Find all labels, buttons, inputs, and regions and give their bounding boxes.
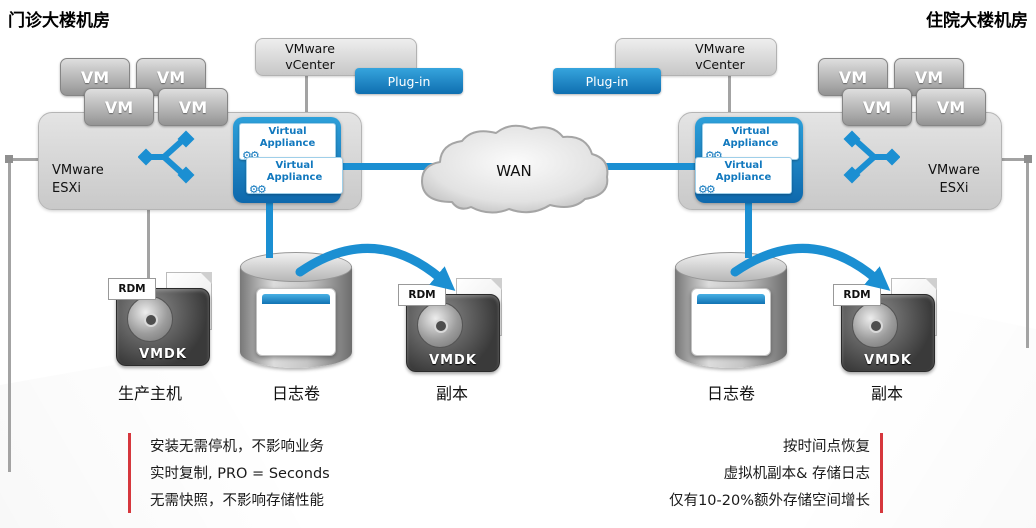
notes-left: 安装无需停机，不影响业务 实时复制, PRO = Seconds 无需快照，不影… [150, 434, 330, 515]
vmdk-label: VMDK [864, 353, 912, 368]
window-titlebar [262, 294, 330, 304]
virtual-appliance-card: Virtual Appliance ⚙⚙ [695, 157, 792, 196]
vcenter-line2: vCenter [285, 57, 335, 73]
va-line1: Virtual [724, 160, 763, 171]
note-line: 按时间点恢复 [783, 439, 870, 455]
vmdk-label: VMDK [429, 353, 477, 368]
va-line1: Virtual [731, 126, 770, 137]
journal-volume-left [240, 252, 352, 374]
vcenter-line2: vCenter [695, 57, 745, 73]
virtual-appliance-card: Virtual Appliance ⚙⚙ [239, 123, 336, 162]
window-titlebar [697, 294, 765, 304]
note-line: 仅有10-20%额外存储空间增长 [669, 493, 870, 509]
va-line1: Virtual [268, 126, 307, 137]
note-line: 虚拟机副本& 存储日志 [723, 466, 870, 482]
notes-right: 按时间点恢复 虚拟机副本& 存储日志 仅有10-20%额外存储空间增长 [540, 434, 870, 515]
replication-arrow-icon [730, 243, 891, 291]
production-disk: RDM VMDK [108, 272, 216, 368]
splitter-icon [138, 130, 195, 184]
vcenter-esxi-connector-left [305, 74, 308, 114]
esxi-label-line2: ESXi [939, 180, 969, 196]
hdd-icon: VMDK [841, 294, 935, 372]
appliance-journal-line-left [266, 200, 273, 258]
plugin-button-left: Plug-in [355, 68, 463, 94]
esxi-label-line1: VMware [928, 163, 980, 178]
virtual-appliance-stack-left: Virtual Appliance ⚙⚙ Virtual Appliance ⚙… [233, 117, 343, 203]
vcenter-box-right [615, 38, 777, 76]
appliance-journal-line-right [745, 200, 752, 258]
replication-arrow-icon [295, 243, 456, 291]
gear-icon: ⚙⚙ [698, 183, 716, 196]
virtual-appliance-label: Virtual Appliance [240, 126, 335, 149]
virtual-appliance-label: Virtual Appliance [247, 160, 342, 183]
disk-platter-icon [852, 302, 898, 348]
hdd-icon: VMDK [116, 288, 210, 366]
journal-volume-right [675, 252, 787, 374]
replica-label-right: 副本 [871, 384, 904, 403]
edge-connector-left-v [8, 158, 11, 472]
journal-label-left: 日志卷 [272, 384, 321, 403]
va-line1: Virtual [275, 160, 314, 171]
replica-disk-left: RDM VMDK [398, 278, 506, 374]
edge-connector-left-h [8, 158, 40, 161]
esxi-label-left: VMware ESXi [52, 162, 104, 197]
vmdk-label: VMDK [139, 347, 187, 362]
virtual-appliance-card: Virtual Appliance ⚙⚙ [702, 123, 799, 162]
edge-node-left [5, 155, 13, 163]
vcenter-label-right: VMware vCenter [672, 41, 768, 74]
journal-window-icon [691, 288, 771, 356]
virtual-appliance-stack-right: Virtual Appliance ⚙⚙ Virtual Appliance ⚙… [695, 117, 803, 203]
accent-bar-right [880, 433, 883, 513]
wan-cloud [421, 124, 609, 214]
edge-connector-right-v [1026, 158, 1029, 348]
journal-window-icon [256, 288, 336, 356]
esxi-label-right: VMware ESXi [922, 162, 986, 197]
replica-label-left: 副本 [436, 384, 469, 403]
vcenter-label-left: VMware vCenter [262, 41, 358, 74]
note-line: 无需快照，不影响存储性能 [150, 493, 324, 509]
vm-box: VM [916, 88, 986, 126]
vm-box: VM [842, 88, 912, 126]
vm-box: VM [158, 88, 228, 126]
hdd-icon: VMDK [406, 294, 500, 372]
plugin-button-right: Plug-in [553, 68, 661, 94]
vcenter-line1: VMware [285, 41, 335, 56]
wan-label: WAN [496, 162, 532, 180]
virtual-appliance-label: Virtual Appliance [703, 126, 798, 149]
vcenter-line1: VMware [695, 41, 745, 56]
esxi-label-line2: ESXi [52, 180, 81, 196]
edge-connector-right-h [997, 158, 1029, 161]
edge-node-right [1024, 155, 1032, 163]
virtual-appliance-label: Virtual Appliance [696, 160, 791, 183]
va-line2: Appliance [259, 137, 316, 149]
replica-disk-right: RDM VMDK [833, 278, 941, 374]
esxi-production-connector [147, 206, 150, 280]
site-title-left: 门诊大楼机房 [8, 11, 110, 31]
splitter-icon [843, 130, 900, 184]
disk-platter-icon [417, 302, 463, 348]
va-line2: Appliance [722, 137, 779, 149]
esxi-label-line1: VMware [52, 163, 104, 178]
log-grid [697, 307, 765, 351]
gear-icon: ⚙⚙ [249, 183, 267, 196]
va-line2: Appliance [715, 171, 772, 183]
journal-label-right: 日志卷 [707, 384, 756, 403]
disk-platter-icon [127, 296, 173, 342]
vcenter-esxi-connector-right [728, 74, 731, 114]
accent-bar-left [128, 433, 131, 513]
log-grid [262, 307, 330, 351]
production-label: 生产主机 [118, 384, 183, 403]
note-line: 安装无需停机，不影响业务 [150, 439, 324, 455]
site-title-right: 住院大楼机房 [926, 11, 1028, 31]
virtual-appliance-card: Virtual Appliance ⚙⚙ [246, 157, 343, 196]
vm-box: VM [84, 88, 154, 126]
va-line2: Appliance [266, 171, 323, 183]
rdm-tag: RDM [108, 278, 156, 300]
note-line: 实时复制, PRO = Seconds [150, 466, 330, 482]
rdm-tag: RDM [833, 284, 881, 306]
